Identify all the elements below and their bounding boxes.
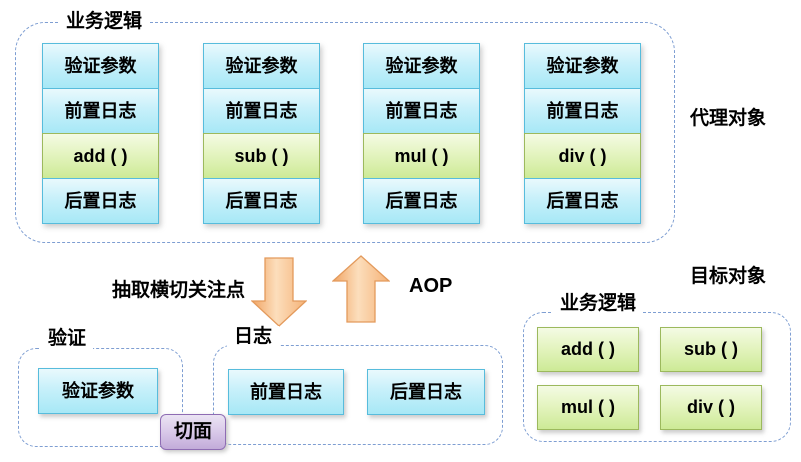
pre-log-box: 前置日志 [228, 369, 344, 415]
aspect-tag: 切面 [160, 414, 226, 450]
proxy-column-div: 验证参数 前置日志 div ( ) 后置日志 [524, 43, 641, 224]
cell-method-mul: mul ( ) [363, 133, 480, 179]
proxy-container-label: 业务逻辑 [59, 11, 150, 32]
target-container-label: 业务逻辑 [553, 293, 644, 314]
log-group-label: 日志 [227, 326, 280, 347]
cell-validate-params: 验证参数 [42, 43, 159, 89]
cell-post-log: 后置日志 [524, 178, 641, 224]
cell-method-div: div ( ) [524, 133, 641, 179]
cell-validate-params: 验证参数 [363, 43, 480, 89]
cell-method-sub: sub ( ) [203, 133, 320, 179]
cell-post-log: 后置日志 [203, 178, 320, 224]
validation-group-label: 验证 [41, 328, 94, 349]
target-method-add: add ( ) [537, 327, 639, 372]
proxy-object-label: 代理对象 [690, 108, 767, 129]
cell-pre-log: 前置日志 [524, 88, 641, 134]
log-group: 日志 [213, 326, 503, 445]
validate-params-box: 验证参数 [38, 368, 158, 414]
cell-post-log: 后置日志 [42, 178, 159, 224]
cell-pre-log: 前置日志 [363, 88, 480, 134]
cell-post-log: 后置日志 [363, 178, 480, 224]
target-business-logic-container: 业务逻辑 [523, 293, 791, 442]
proxy-column-sub: 验证参数 前置日志 sub ( ) 后置日志 [203, 43, 320, 224]
proxy-object-container: 业务逻辑 验证参数 前置日志 add ( ) 后置日志 验证参数 前置日志 su… [15, 11, 675, 243]
target-object-label: 目标对象 [690, 266, 767, 287]
proxy-column-mul: 验证参数 前置日志 mul ( ) 后置日志 [363, 43, 480, 224]
cell-validate-params: 验证参数 [203, 43, 320, 89]
target-method-div: div ( ) [660, 385, 762, 430]
cell-pre-log: 前置日志 [42, 88, 159, 134]
extract-crosscut-label: 抽取横切关注点 [112, 280, 246, 301]
cell-method-add: add ( ) [42, 133, 159, 179]
target-method-sub: sub ( ) [660, 327, 762, 372]
target-method-mul: mul ( ) [537, 385, 639, 430]
aop-label: AOP [409, 275, 453, 297]
proxy-column-add: 验证参数 前置日志 add ( ) 后置日志 [42, 43, 159, 224]
post-log-box: 后置日志 [367, 369, 485, 415]
down-arrow-icon [251, 257, 307, 327]
cell-validate-params: 验证参数 [524, 43, 641, 89]
cell-pre-log: 前置日志 [203, 88, 320, 134]
up-arrow-icon [332, 255, 390, 323]
validation-group: 验证 [18, 328, 183, 447]
